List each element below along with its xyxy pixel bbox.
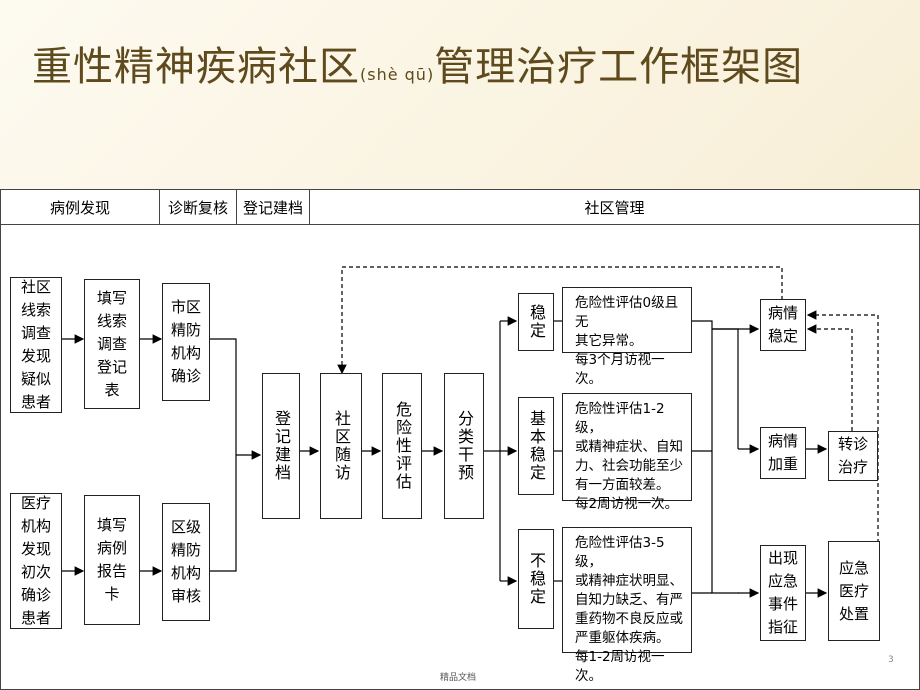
city-confirm-box: 市区 精防 机构 确诊	[162, 283, 210, 401]
text-line: 精防	[170, 541, 201, 559]
text-line: 确诊	[20, 586, 51, 604]
text-line: 医疗	[838, 581, 869, 600]
text-line: 卡	[104, 585, 120, 603]
text-line: 出现	[767, 549, 798, 567]
desc-basic-stable: 危险性评估1-2级， 或精神症状、自知 力、社会功能至少 有一方面较差。 每2周…	[562, 393, 692, 512]
text-line: 自知力缺乏、有严	[575, 592, 683, 608]
title-pinyin: (shè qū)	[360, 65, 435, 84]
referral-box: 转诊 治疗	[828, 431, 878, 481]
text-line: 或精神症状、自知	[575, 439, 683, 455]
condition-stable-box: 病情 稳定	[760, 299, 806, 351]
title-part-a: 重性精神疾病社区	[32, 44, 360, 90]
text-line: 调查	[96, 334, 127, 353]
level-unstable-label: 不稳定	[527, 552, 546, 606]
text-line: 病情	[767, 304, 798, 322]
text-line: 表	[104, 380, 120, 399]
classify-box: 分类干预	[444, 373, 484, 519]
text-line: 医疗	[20, 494, 51, 512]
emergency-care-box: 应急 医疗 处置	[828, 541, 880, 641]
text-line: 填写	[96, 516, 127, 534]
text-line: 患者	[20, 393, 51, 411]
risk-assess-box: 危险性评估	[382, 373, 422, 519]
text-line: 线索	[96, 311, 127, 330]
text-line: 机构	[170, 564, 201, 582]
text-line: 社区	[20, 278, 51, 296]
text-line: 严重躯体疾病。	[575, 630, 670, 646]
header-registration: 登记建档	[236, 189, 310, 225]
text-line: 危险性评估1-2级，	[575, 401, 665, 436]
text-line: 登记	[96, 357, 127, 376]
page-number: 3	[888, 655, 894, 665]
text-line: 患者	[20, 609, 51, 627]
desc-stable: 危险性评估0级且无 其它异常。 每3个月访视一次。	[562, 287, 692, 387]
text-line: 每2周访视一次。	[575, 496, 679, 512]
text-line: 线索	[20, 301, 51, 319]
text-line: 应急	[838, 558, 869, 577]
condition-worse-box: 病情 加重	[760, 427, 806, 479]
text-line: 区级	[170, 518, 201, 536]
text-line: 机构	[20, 517, 51, 535]
district-review-box: 区级 精防 机构 审核	[162, 503, 210, 621]
community-clue-box: 社区 线索 调查 发现 疑似 患者	[10, 277, 62, 413]
risk-assess-label: 危险性评估	[393, 401, 412, 491]
register-box: 登记建档	[262, 373, 300, 519]
text-line: 机构	[170, 344, 201, 362]
text-line: 精防	[170, 321, 201, 339]
desc-unstable: 危险性评估3-5级， 或精神症状明显、 自知力缺乏、有严 重药物不良反应或 严重…	[562, 527, 692, 684]
text-line: 市区	[170, 298, 201, 316]
text-line: 治疗	[837, 458, 868, 476]
text-line: 每1-2周访视一次。	[575, 649, 665, 684]
text-line: 发现	[20, 347, 51, 365]
text-line: 发现	[20, 540, 51, 558]
footer-label: 精品文档	[440, 673, 477, 683]
page-title: 重性精神疾病社区(shè qū)管理治疗工作框架图	[32, 34, 803, 92]
fill-survey-box: 填写 线索 调查 登记 表	[84, 279, 140, 409]
text-line: 每3个月访视一次。	[575, 352, 665, 387]
followup-box: 社区随访	[320, 373, 362, 519]
level-basic-stable-label: 基本稳定	[527, 410, 546, 482]
text-line: 调查	[20, 324, 51, 342]
classify-label: 分类干预	[455, 410, 474, 482]
text-line: 疑似	[20, 370, 51, 388]
title-part-b: 管理治疗工作框架图	[434, 44, 804, 90]
text-line: 指征	[767, 618, 798, 636]
fill-report-box: 填写 病例 报告 卡	[84, 495, 140, 625]
text-line: 填写	[96, 288, 127, 307]
followup-label: 社区随访	[332, 410, 351, 482]
hospital-find-box: 医疗 机构 发现 初次 确诊 患者	[10, 493, 62, 629]
register-label: 登记建档	[272, 410, 291, 482]
text-line: 其它异常。	[575, 333, 643, 349]
text-line: 危险性评估3-5级，	[575, 535, 665, 570]
text-line: 应急	[767, 572, 798, 590]
text-line: 处置	[838, 604, 869, 623]
text-line: 加重	[767, 455, 798, 473]
text-line: 报告	[96, 562, 127, 580]
level-unstable-box: 不稳定	[518, 529, 554, 629]
level-basic-stable-box: 基本稳定	[518, 397, 554, 495]
text-line: 病例	[96, 539, 127, 557]
text-line: 或精神症状明显、	[575, 573, 683, 589]
level-stable-label: 稳定	[527, 304, 546, 340]
level-stable-box: 稳定	[518, 293, 554, 351]
text-line: 危险性评估0级且无	[575, 295, 679, 330]
text-line: 审核	[170, 587, 201, 605]
text-line: 稳定	[767, 327, 798, 345]
text-line: 重药物不良反应或	[575, 611, 683, 627]
header-case-discovery: 病例发现	[0, 189, 160, 225]
text-line: 病情	[767, 432, 798, 450]
flowchart-frame: 病例发现 诊断复核 登记建档 社区管理 社区 线索 调查 发现 疑似 患者 填写…	[0, 189, 920, 690]
header-diagnosis-review: 诊断复核	[159, 189, 237, 225]
text-line: 有一方面较差。	[575, 477, 670, 493]
text-line: 事件	[767, 595, 798, 613]
emergency-event-box: 出现 应急 事件 指征	[760, 545, 806, 641]
text-line: 确诊	[170, 367, 201, 385]
header-community-management: 社区管理	[309, 189, 920, 225]
text-line: 转诊	[837, 435, 868, 453]
text-line: 力、社会功能至少	[575, 458, 683, 474]
text-line: 初次	[20, 563, 51, 581]
